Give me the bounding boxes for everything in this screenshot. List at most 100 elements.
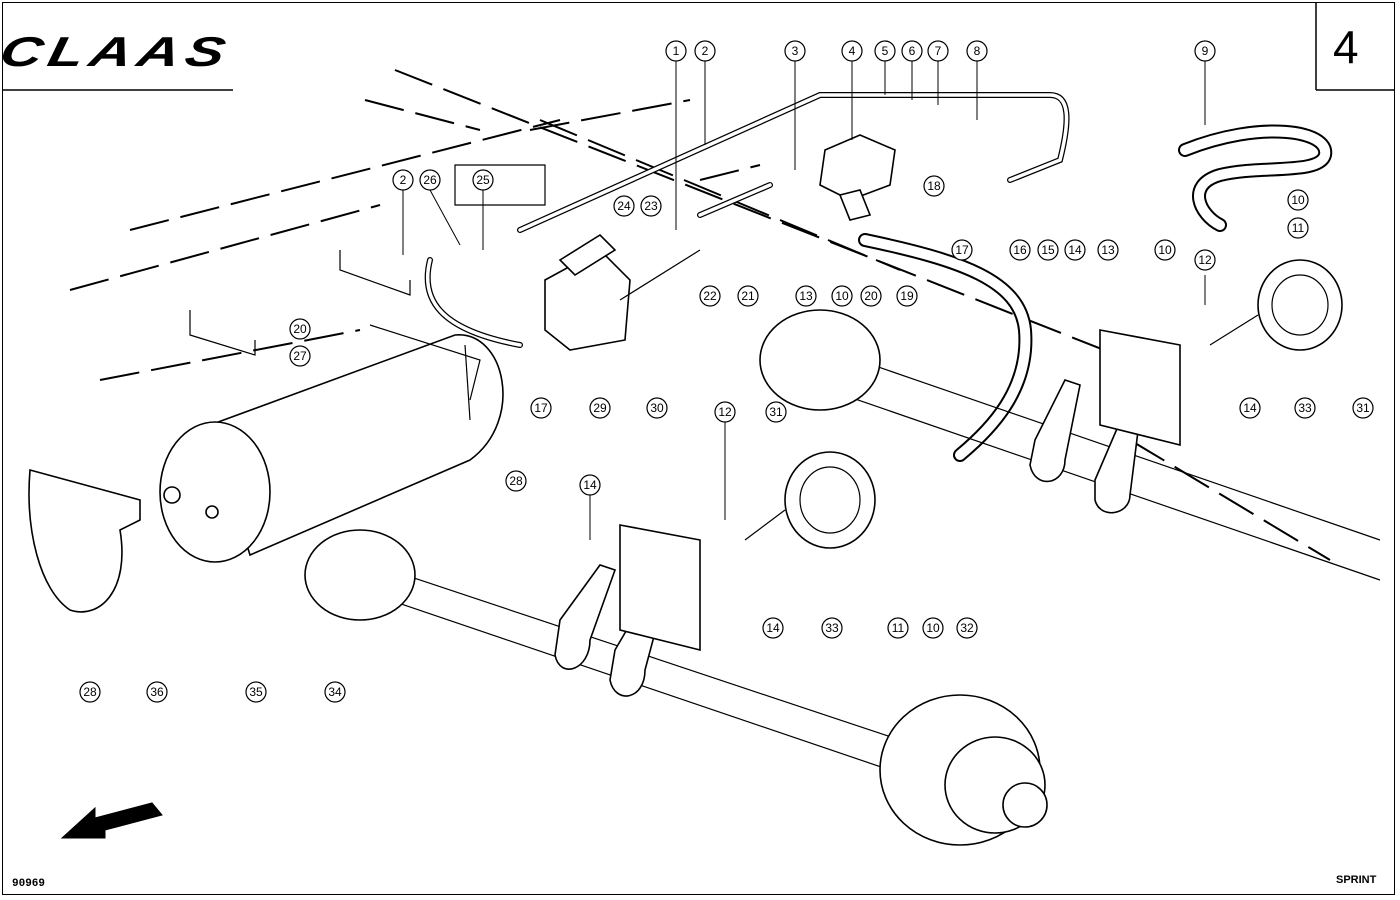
part-callouts: 1 2 2 3 4 5 6 7 8 9 10 10 10 10 11 11 12… [79,40,1374,703]
callout-33: 33 [1294,397,1316,419]
svg-text:24: 24 [617,199,631,213]
callout-1: 1 [665,40,687,62]
svg-text:31: 31 [769,405,783,419]
callout-31: 31 [765,401,787,423]
brake-chamber-front [744,451,876,549]
svg-text:2: 2 [400,173,407,187]
callout-21: 21 [737,285,759,307]
svg-text:17: 17 [955,243,969,257]
svg-text:11: 11 [892,621,905,635]
drawing-number: 90969 [12,878,46,890]
svg-text:18: 18 [927,179,941,193]
callout-20: 20 [860,285,882,307]
svg-text:13: 13 [799,289,813,303]
callout-33: 33 [821,617,843,639]
svg-text:10: 10 [926,621,940,635]
svg-text:14: 14 [1243,401,1257,415]
callout-14: 14 [579,474,601,496]
callout-14: 14 [1239,397,1261,419]
svg-text:28: 28 [509,474,523,488]
callout-9: 9 [1194,40,1216,62]
callout-10: 10 [831,285,853,307]
svg-text:8: 8 [974,44,981,58]
svg-text:10: 10 [1291,193,1305,207]
callout-23: 23 [640,195,662,217]
svg-text:35: 35 [249,685,263,699]
callout-17: 17 [951,239,973,261]
callout-3: 3 [784,40,806,62]
callout-8: 8 [966,40,988,62]
callout-11: 11 [887,617,909,639]
callout-14: 14 [762,617,784,639]
svg-text:16: 16 [1013,243,1027,257]
svg-text:15: 15 [1041,243,1055,257]
mounting-plates [619,329,1181,652]
callout-16: 16 [1009,239,1031,261]
callout-10: 10 [1287,189,1309,211]
callout-28: 28 [79,681,101,703]
brake-chamber-rear [1209,259,1343,351]
svg-text:6: 6 [909,44,916,58]
callout-12: 12 [1194,249,1216,271]
callout-17: 17 [530,397,552,419]
svg-text:13: 13 [1101,243,1115,257]
relay-valve [819,134,896,221]
svg-text:32: 32 [960,621,974,635]
svg-text:36: 36 [150,685,164,699]
callout-22: 22 [699,285,721,307]
callout-11: 11 [1287,217,1309,239]
svg-text:34: 34 [328,685,342,699]
svg-text:23: 23 [644,199,658,213]
air-lines [424,92,1070,348]
callout-6: 6 [901,40,923,62]
frame-brackets [189,164,546,356]
svg-text:17: 17 [534,401,548,415]
callout-24: 24 [613,195,635,217]
svg-text:12: 12 [1198,253,1212,267]
callout-5: 5 [874,40,896,62]
callout-14: 14 [1064,239,1086,261]
svg-text:33: 33 [825,621,839,635]
svg-text:10: 10 [835,289,849,303]
callout-32: 32 [956,617,978,639]
svg-text:2: 2 [702,44,709,58]
svg-text:22: 22 [703,289,717,303]
callout-27: 27 [289,345,311,367]
model-name: SPRINT [1336,874,1377,886]
callout-30: 30 [646,397,668,419]
svg-text:5: 5 [882,44,889,58]
svg-text:20: 20 [293,322,307,336]
page-number: 4 [1333,21,1359,73]
callout-25: 25 [472,169,494,191]
callout-31: 31 [1352,397,1374,419]
svg-text:10: 10 [1158,243,1172,257]
callout-13: 13 [1097,239,1119,261]
svg-text:14: 14 [1068,243,1082,257]
callout-28: 28 [505,470,527,492]
svg-text:31: 31 [1356,401,1370,415]
callout-26: 26 [419,169,441,191]
callout-35: 35 [245,681,267,703]
svg-text:9: 9 [1202,44,1209,58]
svg-text:1: 1 [673,44,680,58]
svg-text:11: 11 [1292,221,1305,235]
callout-19: 19 [896,285,918,307]
svg-text:29: 29 [593,401,607,415]
svg-text:26: 26 [423,173,437,187]
callout-10: 10 [922,617,944,639]
svg-text:12: 12 [718,405,732,419]
air-tank [159,334,504,563]
svg-text:21: 21 [741,289,755,303]
svg-text:30: 30 [650,401,664,415]
callout-4: 4 [841,40,863,62]
callout-29: 29 [589,397,611,419]
svg-text:7: 7 [935,44,942,58]
callout-2: 2 [694,40,716,62]
callout-7: 7 [927,40,949,62]
brake-hoses [858,124,1333,462]
callout-15: 15 [1037,239,1059,261]
svg-text:27: 27 [293,349,307,363]
